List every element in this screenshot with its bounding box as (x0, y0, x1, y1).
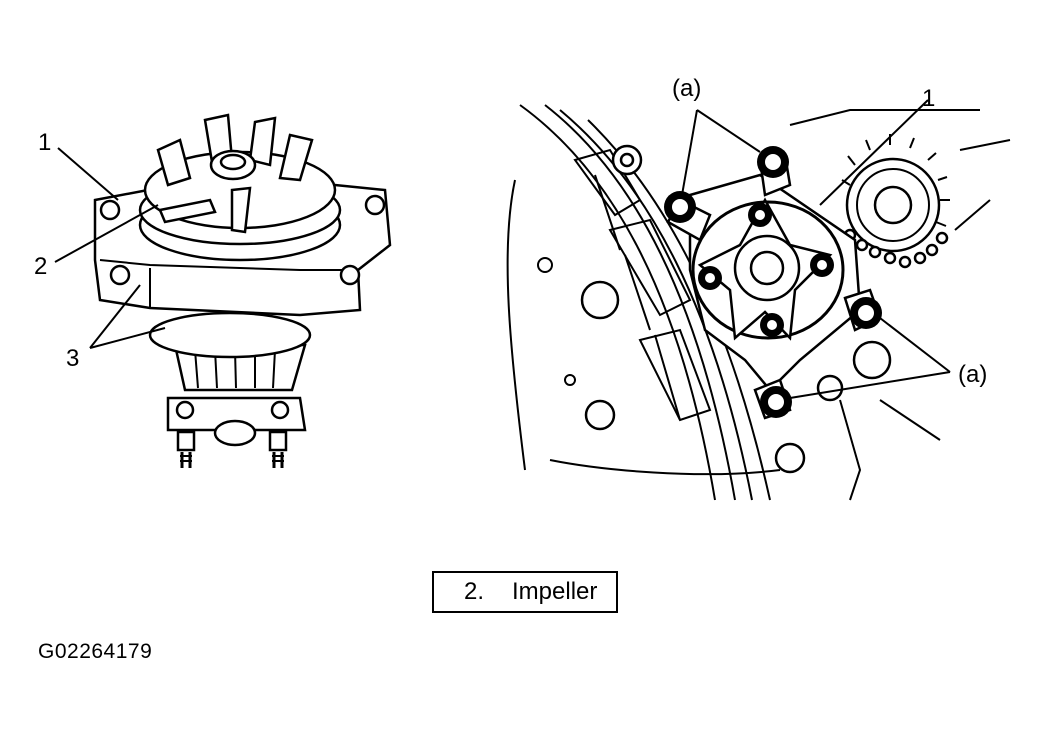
callout-1-right: 1 (922, 85, 935, 112)
engine-block-drawing (506, 104, 1011, 501)
water-pump-drawing (93, 113, 392, 468)
callout-a-top: (a) (672, 75, 701, 102)
callout-a-bottom: (a) (958, 361, 987, 388)
legend-box: 2. Impeller (432, 571, 618, 613)
callout-1-left: 1 (38, 129, 51, 156)
right-callout-leaders (681, 99, 951, 399)
callout-2-left: 2 (34, 253, 47, 280)
left-callout-leaders (54, 147, 166, 349)
callout-3-left: 3 (66, 345, 79, 372)
legend-number: 2. (464, 578, 485, 605)
legend-text: Impeller (512, 578, 598, 605)
figure-id: G02264179 (38, 640, 153, 663)
